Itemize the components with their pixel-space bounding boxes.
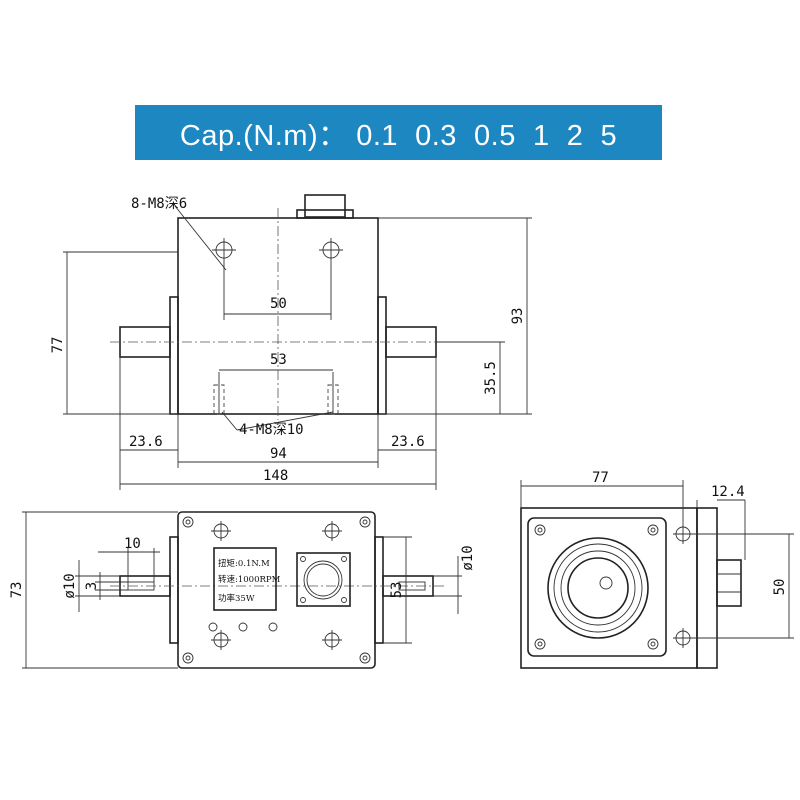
nameplate-torque: 扭矩:0.1N.M xyxy=(218,558,270,569)
connector-socket xyxy=(296,552,351,607)
dim-key-width: 3 xyxy=(84,582,100,590)
dim-height-right: 93 xyxy=(510,308,526,325)
dim-total-width: 148 xyxy=(263,468,288,484)
dim-body-width: 94 xyxy=(270,446,287,462)
dim-side-hole-spacing: 50 xyxy=(772,579,788,596)
dim-side-height: 53 xyxy=(389,582,405,599)
dim-shaft-height: 35.5 xyxy=(483,361,499,395)
dim-height-left: 77 xyxy=(50,337,66,354)
callout-top-holes: 8-M8深6 xyxy=(131,196,187,212)
nameplate-speed: 转速:1000RPM xyxy=(218,574,281,585)
dim-shaft-dia-left: ø10 xyxy=(62,573,78,598)
dim-shaft-dia-right: ø10 xyxy=(460,545,476,570)
capacity-banner: Cap.(N.m)： 0.1 0.3 0.5 1 2 5 xyxy=(135,105,662,160)
nameplate-power: 功率35W xyxy=(218,593,255,604)
dim-shaft-right: 23.6 xyxy=(391,434,425,450)
callout-bottom-holes: 4-M8深10 xyxy=(239,422,304,438)
dim-top-holes: 50 xyxy=(270,296,287,312)
top-view: 扭矩:0.1N.M 转速:1000RPM 功率35W xyxy=(9,511,476,669)
dim-shaft-left: 23.6 xyxy=(129,434,163,450)
dim-side-width: 77 xyxy=(592,470,609,486)
front-view: 8-M8深6 50 53 4-M8深10 77 93 35.5 23.6 23.… xyxy=(50,194,532,490)
dim-bottom-holes: 53 xyxy=(270,352,287,368)
dim-top-height: 73 xyxy=(9,582,25,599)
mounting-holes xyxy=(182,516,371,664)
side-view: 77 12.4 50 xyxy=(520,470,794,669)
dim-key-length: 10 xyxy=(124,536,141,552)
dim-connector-offset: 12.4 xyxy=(711,484,745,500)
